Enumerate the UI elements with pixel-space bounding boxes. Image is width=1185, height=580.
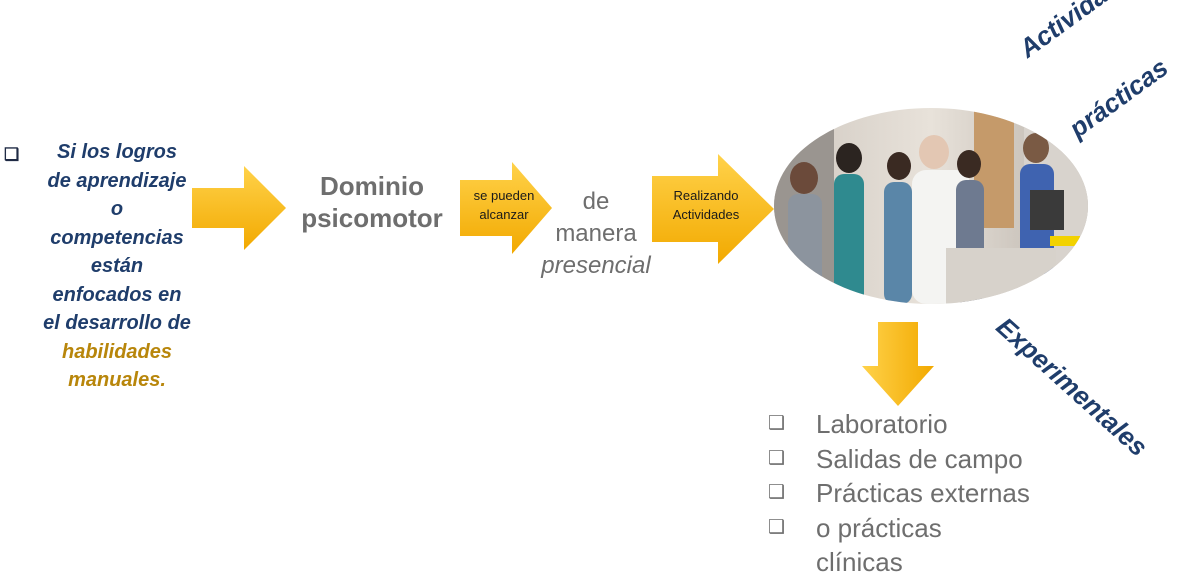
arrow-2-label-line-2: alcanzar xyxy=(479,207,529,222)
dominio-line-1: Dominio xyxy=(320,171,424,201)
list-item-label: clínicas xyxy=(816,547,903,577)
medical-team-photo xyxy=(774,108,1088,304)
list-item: ❑ Laboratorio xyxy=(768,407,1030,442)
list-item-label: Laboratorio xyxy=(816,409,948,439)
actividades-label: Actividades xyxy=(1013,0,1150,64)
left-line-4: competencias xyxy=(50,226,184,249)
arrow-3-label-line-2: Actividades xyxy=(672,207,740,222)
practicas-label: prácticas xyxy=(1063,52,1174,144)
flow-arrow-2 xyxy=(460,162,552,254)
checkbox-bullet-icon: ❑ xyxy=(768,447,786,469)
left-line-6: enfocados en xyxy=(52,283,182,306)
modality-line-2: manera xyxy=(555,220,637,247)
list-item-label: o prácticas xyxy=(816,512,942,543)
flow-arrow-down xyxy=(862,322,934,406)
list-item-label: Salidas de campo xyxy=(816,443,1023,474)
left-line-1: Si los logros xyxy=(56,141,178,163)
left-highlight-1: habilidades xyxy=(61,340,173,363)
dominio-line-2: psicomotor xyxy=(301,203,443,233)
list-item: ❑ Salidas de campo xyxy=(768,442,1030,477)
checkbox-bullet-icon: ❑ xyxy=(768,413,786,434)
arrow-2-label-line-1: se pueden xyxy=(473,188,535,203)
left-line-7: el desarrollo de xyxy=(43,312,191,334)
arrow-3-label-line-1: Realizando xyxy=(673,188,739,203)
learning-outcomes-text: ❑ Si los logros de aprendizaje o compete… xyxy=(4,138,214,395)
flow-arrow-1 xyxy=(192,166,286,250)
modality-line-1: de xyxy=(582,188,610,215)
modality-line-3: presencial xyxy=(541,252,651,279)
checkbox-bullet-icon: ❑ xyxy=(768,516,786,538)
left-highlight-2: manuales. xyxy=(68,369,166,391)
dominio-psicomotor-label: Dominio psicomotor xyxy=(284,170,460,234)
flow-arrow-3 xyxy=(652,154,774,264)
left-line-2: de aprendizaje xyxy=(47,169,187,192)
list-item: ❑ Prácticas externas xyxy=(768,476,1030,511)
list-item-label: Prácticas externas xyxy=(816,478,1030,508)
checkbox-bullet-icon: ❑ xyxy=(4,145,20,164)
activities-list: ❑ Laboratorio ❑ Salidas de campo ❑ Práct… xyxy=(768,407,1030,580)
list-item: ❑ o prácticas xyxy=(768,511,1030,546)
checkbox-bullet-icon: ❑ xyxy=(768,482,786,503)
modality-text: de manera presencial xyxy=(530,186,662,282)
list-item-continuation: clínicas xyxy=(768,545,1030,580)
left-line-3: o xyxy=(110,198,124,220)
arrow-2-label: se pueden alcanzar xyxy=(460,186,548,224)
arrow-3-label: Realizando Actividades xyxy=(650,186,762,224)
left-line-5: están xyxy=(90,255,144,277)
